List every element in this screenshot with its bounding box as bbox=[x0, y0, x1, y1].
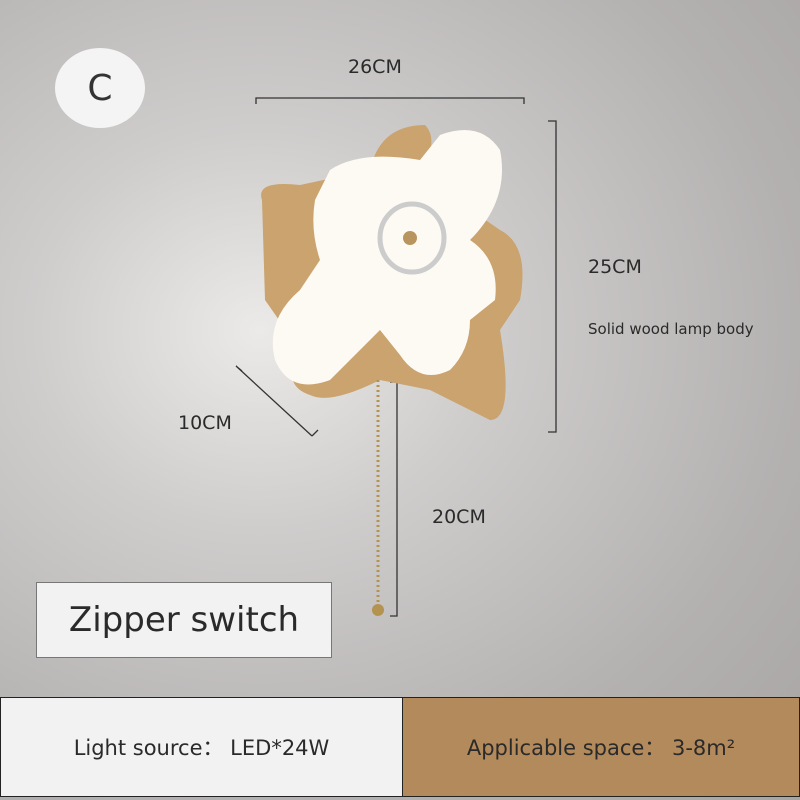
chain-length-label: 20CM bbox=[432, 506, 486, 528]
switch-label: Zipper switch bbox=[36, 582, 332, 658]
applicable-space-spec: Applicable space： 3-8m² bbox=[403, 698, 799, 796]
light-source-spec: Light source： LED*24W bbox=[1, 698, 403, 796]
width-label: 26CM bbox=[348, 56, 402, 78]
material-note: Solid wood lamp body bbox=[588, 320, 754, 338]
variant-badge: C bbox=[55, 48, 145, 128]
depth-label: 10CM bbox=[178, 412, 232, 434]
spec-bar: Light source： LED*24W Applicable space： … bbox=[0, 697, 800, 797]
height-label: 25CM bbox=[588, 256, 642, 278]
